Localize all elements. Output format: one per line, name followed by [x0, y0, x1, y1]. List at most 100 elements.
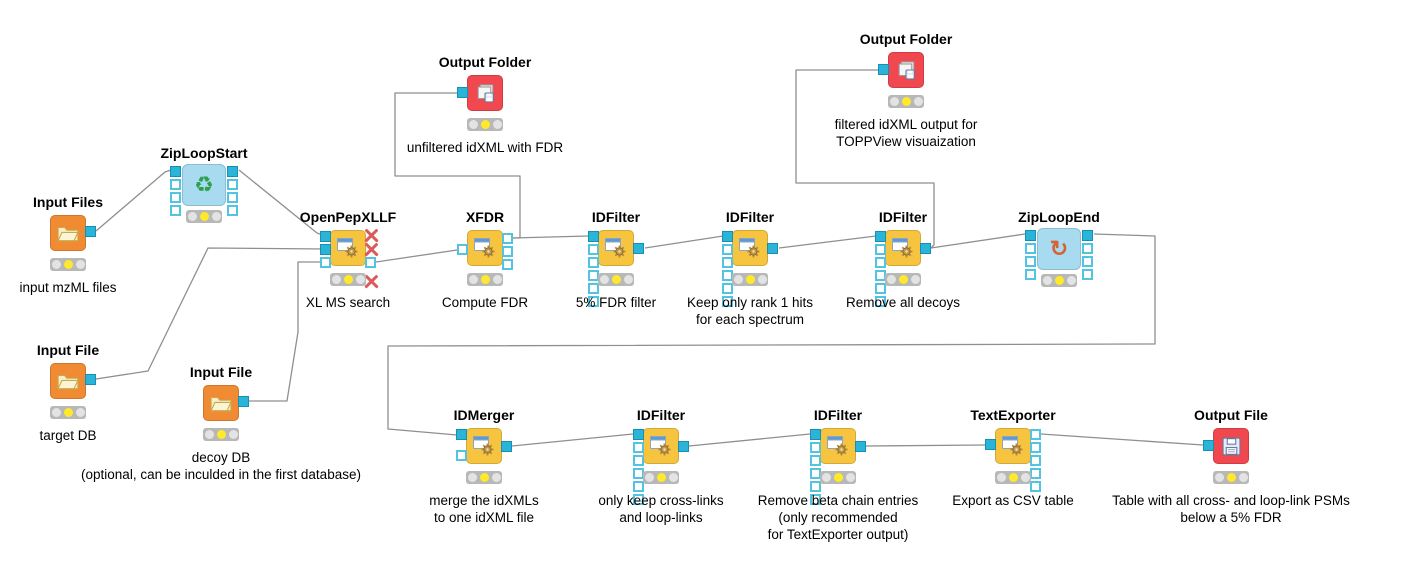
wire-textexporter-outputfile[interactable] [1040, 433, 1204, 446]
wire-targetdb-openpepxllf[interactable] [95, 247, 327, 380]
node-input-files[interactable]: Input Files input mzML files [19, 194, 116, 295]
node-ziploopstart[interactable]: ZipLoopStart ♻ [160, 145, 248, 223]
output-port[interactable] [1082, 243, 1093, 254]
output-port[interactable] [227, 205, 238, 216]
input-port[interactable] [722, 231, 733, 242]
input-port[interactable] [456, 429, 467, 440]
node-output-folder-1[interactable]: Output Folder unfiltered idXML with FDR [407, 54, 563, 155]
output-port[interactable] [1082, 256, 1093, 267]
wire-idfilter5-textexporter[interactable] [865, 444, 986, 447]
input-port[interactable] [457, 244, 468, 255]
input-port[interactable] [633, 442, 644, 453]
node-annotation[interactable]: decoy DB (optional, can be inculded in t… [81, 450, 361, 483]
output-port[interactable] [855, 441, 866, 452]
output-port[interactable] [238, 396, 249, 407]
input-port[interactable] [170, 192, 181, 203]
input-port[interactable] [810, 442, 821, 453]
wire-idfilter3-ziploopend[interactable] [930, 233, 1026, 249]
input-port[interactable] [985, 439, 996, 450]
output-port[interactable] [1030, 468, 1041, 479]
node-body[interactable] [467, 230, 503, 266]
node-body[interactable] [467, 75, 503, 111]
input-port[interactable] [1025, 256, 1036, 267]
output-port[interactable] [1082, 230, 1093, 241]
input-port[interactable] [722, 296, 733, 307]
node-openpepxllf[interactable]: OpenPepXLLF XL MS search [300, 209, 396, 310]
input-port[interactable] [810, 494, 821, 505]
input-port[interactable] [1203, 440, 1214, 451]
node-body[interactable] [598, 230, 634, 266]
node-annotation[interactable]: target DB [39, 428, 97, 443]
output-port[interactable] [1030, 442, 1041, 453]
input-port[interactable] [588, 257, 599, 268]
wire-decoydb-openpepxllf[interactable] [249, 261, 321, 402]
node-body[interactable] [888, 52, 924, 88]
input-port[interactable] [588, 244, 599, 255]
input-port[interactable] [320, 231, 331, 242]
node-body[interactable] [466, 428, 502, 464]
node-annotation[interactable]: Remove all decoys [845, 295, 961, 310]
output-port[interactable] [502, 259, 513, 270]
node-body[interactable]: ↻ [1037, 228, 1081, 270]
node-annotation[interactable]: Table with all cross- and loop-link PSMs… [1112, 493, 1350, 526]
node-body[interactable]: ♻ [182, 164, 226, 206]
node-textexporter[interactable]: TextExporter Export as CSV table [952, 407, 1074, 508]
output-port[interactable] [678, 441, 689, 452]
wire-openpepxllf-xfdr[interactable] [375, 249, 458, 263]
node-idmerger[interactable]: IDMerger merge the idXMLs to one idXML f… [429, 407, 539, 525]
input-port[interactable] [1025, 243, 1036, 254]
input-port[interactable] [722, 244, 733, 255]
input-port[interactable] [875, 244, 886, 255]
wire-idfilter3-outputfolder2[interactable] [795, 69, 935, 249]
node-body[interactable] [50, 363, 86, 399]
node-annotation[interactable]: 5% FDR filter [575, 295, 657, 310]
node-body[interactable] [203, 385, 239, 421]
output-port[interactable] [1030, 481, 1041, 492]
output-port[interactable] [767, 243, 778, 254]
node-body[interactable] [820, 428, 856, 464]
output-port[interactable] [85, 374, 96, 385]
output-port[interactable] [1030, 429, 1041, 440]
input-port[interactable] [722, 283, 733, 294]
node-idfilter-5[interactable]: IDFilter Remove beta chain entries (only… [758, 407, 919, 542]
node-body[interactable] [995, 428, 1031, 464]
wire-idfilter1-idfilter2[interactable] [644, 235, 724, 249]
node-body[interactable] [885, 230, 921, 266]
output-port[interactable] [502, 246, 513, 257]
node-idfilter-2[interactable]: IDFilter Keep only rank 1 hits for each … [687, 209, 813, 327]
input-port[interactable] [722, 257, 733, 268]
node-annotation[interactable]: merge the idXMLs to one idXML file [429, 493, 539, 526]
input-port[interactable] [875, 231, 886, 242]
node-output-file[interactable]: Output File Table with all cross- and lo… [1112, 407, 1350, 525]
output-port[interactable] [85, 226, 96, 237]
input-port[interactable] [170, 166, 181, 177]
wire-ziploopstart-openpepxllf[interactable] [238, 169, 327, 237]
node-annotation[interactable]: only keep cross-links and loop-links [598, 493, 724, 526]
output-port[interactable] [227, 192, 238, 203]
node-ziploopend[interactable]: ZipLoopEnd ↻ [1018, 209, 1100, 287]
node-idfilter-4[interactable]: IDFilter only keep cross-links and loop-… [598, 407, 723, 525]
input-port[interactable] [320, 244, 331, 255]
input-port[interactable] [878, 64, 889, 75]
input-port[interactable] [170, 205, 181, 216]
node-annotation[interactable]: Compute FDR [441, 295, 529, 310]
input-port[interactable] [456, 450, 467, 461]
wire-idfilter4-idfilter5[interactable] [688, 433, 811, 447]
node-annotation[interactable]: Export as CSV table [952, 493, 1074, 508]
node-annotation[interactable]: Keep only rank 1 hits for each spectrum [686, 295, 814, 328]
node-body[interactable] [732, 230, 768, 266]
output-port[interactable] [501, 441, 512, 452]
wire-idfilter2-idfilter3[interactable] [778, 235, 877, 249]
input-port[interactable] [875, 296, 886, 307]
wire-xfdr-idfilter1[interactable] [511, 235, 590, 239]
output-port[interactable] [920, 243, 931, 254]
node-idfilter-3[interactable]: IDFilter Remove all decoys [846, 209, 960, 310]
input-port[interactable] [875, 283, 886, 294]
output-port[interactable] [633, 243, 644, 254]
input-port[interactable] [588, 231, 599, 242]
output-port[interactable] [365, 257, 376, 268]
input-port[interactable] [633, 455, 644, 466]
node-input-file-target[interactable]: Input File target DB [37, 342, 99, 443]
input-port[interactable] [633, 481, 644, 492]
